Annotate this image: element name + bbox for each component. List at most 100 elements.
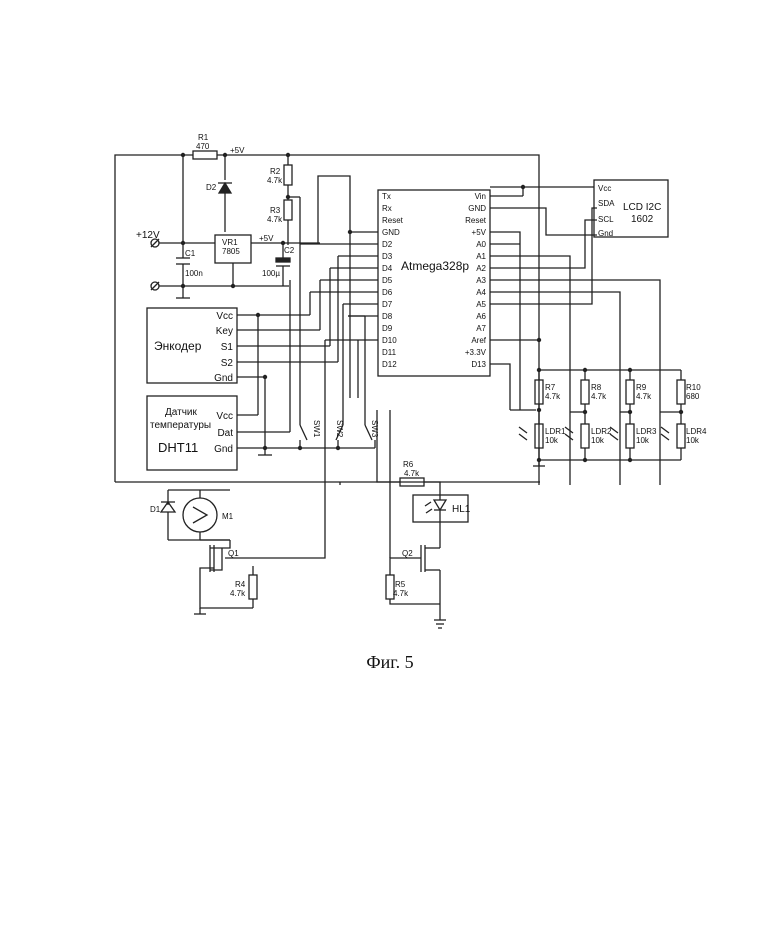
mcu-pin-l: Rx — [382, 204, 392, 213]
mcu-pin-r: Vin — [475, 192, 486, 201]
encoder-pin: Gnd — [214, 373, 233, 384]
sw2-label: SW2 — [335, 420, 344, 438]
r5-ref: R5 — [395, 580, 406, 589]
r2-value: 4.7k — [267, 176, 283, 185]
plus5v-label: +5V — [230, 146, 245, 155]
ldr4-ref: LDR4 — [686, 427, 707, 436]
mcu-pin-r: A0 — [476, 240, 486, 249]
r8-ref: R9 — [636, 383, 647, 392]
dht-title-1: Датчик — [165, 407, 197, 418]
mcu-pin-l: D6 — [382, 288, 393, 297]
vr1-ref: VR1 — [222, 238, 238, 247]
mcu-pin-l: D11 — [382, 348, 397, 357]
ldr4-value: 10k — [686, 436, 700, 445]
mcu-right-pins: Vin GND Reset +5V A0 A1 A2 A3 A4 A5 A6 A… — [465, 192, 487, 369]
m1-label: M1 — [222, 512, 234, 521]
c1-ref: C1 — [185, 249, 196, 258]
mcu-pin-l: Tx — [382, 192, 391, 201]
mcu-pin-r: A1 — [476, 252, 486, 261]
mcu-pin-l: D5 — [382, 276, 393, 285]
mcu-pin-r: A2 — [476, 264, 486, 273]
r8-value: 4.7k — [636, 392, 652, 401]
mcu-pin-l: D4 — [382, 264, 393, 273]
mcu-left-pins: Tx Rx Reset GND D2 D3 D4 D5 D6 D7 D8 D9 … — [382, 192, 404, 369]
lcd-subtitle: 1602 — [631, 214, 654, 225]
q1-label: Q1 — [228, 549, 239, 558]
figure-caption: Фиг. 5 — [0, 652, 780, 673]
mcu-pin-l: D9 — [382, 324, 393, 333]
mcu-pin-r: GND — [468, 204, 486, 213]
encoder-title: Энкодер — [154, 339, 202, 353]
r6-value: 4.7k — [545, 392, 561, 401]
mcu-name: Atmega328p — [401, 259, 469, 273]
plus12v-label: +12V — [136, 230, 160, 241]
c2-value: 100µ — [262, 269, 280, 278]
dht-title-2: температуры — [150, 420, 211, 431]
mcu-pin-l: GND — [382, 228, 400, 237]
encoder-pin: S1 — [221, 342, 234, 353]
dht-pin: Dat — [217, 428, 233, 439]
c1-value: 100n — [185, 269, 203, 278]
r3-ref: R3 — [270, 206, 281, 215]
r7-ref: R8 — [591, 383, 602, 392]
ldr1-value: 10k — [545, 436, 559, 445]
r10-ref: R6 — [403, 460, 414, 469]
ldr1-ref: LDR1 — [545, 427, 566, 436]
mcu-pin-r: A7 — [476, 324, 486, 333]
ldr2-ref: LDR2 — [591, 427, 612, 436]
mcu-pin-l: Reset — [382, 216, 404, 225]
mcu-pin-r: +3.3V — [465, 348, 487, 357]
mcu-pin-l: D3 — [382, 252, 393, 261]
encoder-pin: Vcc — [216, 311, 233, 322]
mcu-pin-r: +5V — [472, 228, 487, 237]
mcu-pin-r: Aref — [471, 336, 486, 345]
mcu-pin-r: A4 — [476, 288, 486, 297]
mcu-pin-l: D8 — [382, 312, 393, 321]
d2-label: D2 — [206, 183, 217, 192]
encoder-pin: S2 — [221, 358, 234, 369]
hl1-label: HL1 — [452, 504, 471, 515]
lcd-pin: SCL — [598, 215, 614, 224]
c2-ref: C2 — [284, 246, 295, 255]
r9-value: 680 — [686, 392, 700, 401]
zener-d2 — [218, 155, 232, 232]
mcu-pin-r: A6 — [476, 312, 486, 321]
mcu-pin-l: D12 — [382, 360, 397, 369]
d1-label: D1 — [150, 505, 161, 514]
ldr3-value: 10k — [636, 436, 650, 445]
ldr3-ref: LDR3 — [636, 427, 657, 436]
ldr2-value: 10k — [591, 436, 605, 445]
r1-value: 470 — [196, 142, 210, 151]
r7-value: 4.7k — [591, 392, 607, 401]
sw1-label: SW1 — [312, 420, 321, 438]
lcd-pin: Gnd — [598, 229, 613, 238]
mcu-pin-l: D2 — [382, 240, 393, 249]
mcu-pin-r: A5 — [476, 300, 486, 309]
dht-title-3: DHT11 — [158, 440, 198, 455]
r10-value: 4.7k — [404, 469, 420, 478]
led-circuit — [377, 410, 468, 628]
mcu-pin-r: A3 — [476, 276, 486, 285]
vr1-out-label: +5V — [259, 234, 274, 243]
mcu-pin-r: Reset — [465, 216, 487, 225]
r5-value: 4.7k — [393, 589, 409, 598]
q2-label: Q2 — [402, 549, 413, 558]
r4-ref: R4 — [235, 580, 246, 589]
encoder-pin: Key — [216, 326, 233, 337]
lcd-pin: SDA — [598, 199, 615, 208]
r9-ref: R10 — [686, 383, 701, 392]
r3-value: 4.7k — [267, 215, 283, 224]
lcd-pin: Vcc — [598, 184, 611, 193]
r4-value: 4.7k — [230, 589, 246, 598]
r2-ref: R2 — [270, 167, 281, 176]
mcu-pin-l: D10 — [382, 336, 397, 345]
r6-ref: R7 — [545, 383, 556, 392]
mcu-left-wiring — [300, 176, 378, 410]
mcu-pin-r: D13 — [471, 360, 486, 369]
dht-pin: Vcc — [216, 411, 233, 422]
r1-ref: R1 — [198, 133, 209, 142]
r2-r3-divider — [284, 155, 300, 410]
dht-pin: Gnd — [214, 444, 233, 455]
mcu-pin-l: D7 — [382, 300, 393, 309]
